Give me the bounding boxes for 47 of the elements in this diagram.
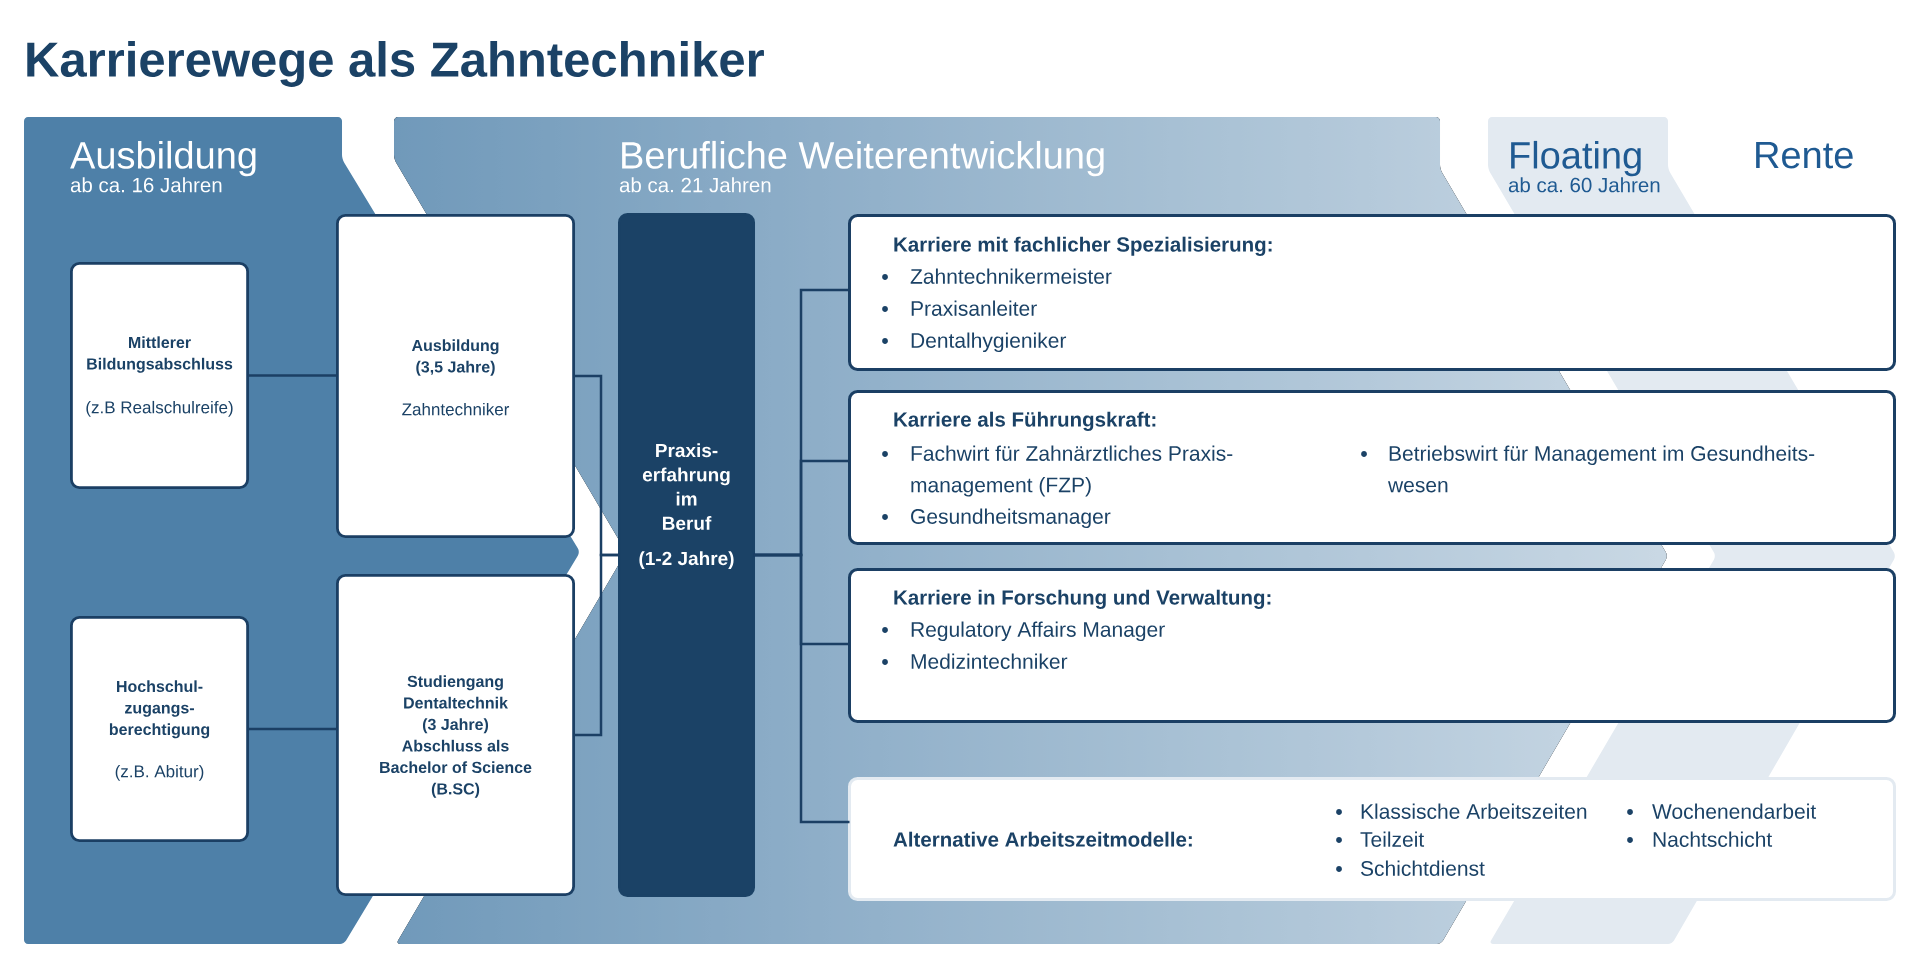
stage-box <box>336 214 575 538</box>
stage-box <box>618 213 755 897</box>
box-text: (1-2 Jahre) <box>639 551 734 569</box>
stage-box <box>70 616 249 842</box>
box-heading: Hochschul- zugangs- berechtigung <box>109 680 210 739</box>
column-heading: Rente <box>1756 141 1853 169</box>
connector-line <box>247 374 338 377</box>
age-label: ab ca. 16 Jahren <box>70 177 222 193</box>
age-label: ab ca. 21 Jahren <box>619 177 771 193</box>
box-heading: Mittlerer Bildungsabschluss <box>87 336 233 373</box>
list-item: Schichtdienst <box>1360 860 1485 876</box>
list-item: Betriebswirt für Management im Gesundheits- wesen <box>1388 445 1815 493</box>
box-text: Zahntechniker <box>402 402 510 416</box>
box-text: (z.B Realschulreife) <box>86 400 233 417</box>
career-box <box>848 390 1896 545</box>
list-item: Fachwirt für Zahnärztliches Praxis- management (FZP) <box>911 445 1233 497</box>
column-heading: Floating <box>1511 140 1641 177</box>
list-item: Nachtschicht <box>1653 831 1773 847</box>
box-heading: Studiengang Dentaltechnik (3 Jahre) Abschluss als Bachelor of Science (B.SC) <box>380 675 532 798</box>
box-heading: Ausbildung (3,5 Jahre) <box>411 339 499 376</box>
list-item: Gesundheitsmanager <box>911 508 1111 529</box>
box-heading: Karriere in Forschung und Verwaltung: <box>894 589 1271 609</box>
column-heading: Berufliche Weiterentwicklung <box>622 140 1104 177</box>
list-item: Teilzeit <box>1360 831 1425 847</box>
box-heading: Karriere mit fachlicher Spezialisierung: <box>894 236 1272 256</box>
box-text: (z.B. Abitur) <box>115 764 204 781</box>
connector-line <box>753 553 850 824</box>
connector-line <box>247 727 338 731</box>
list-item: Wochenendarbeit <box>1652 803 1817 819</box>
career-box <box>848 214 1896 371</box>
stage-box <box>70 262 249 489</box>
box-heading: Alternative Arbeitszeitmodelle: <box>893 831 1192 847</box>
career-box <box>848 568 1896 723</box>
box-heading: Karriere als Führungskraft: <box>894 411 1156 431</box>
list-item: Praxisanleiter <box>911 300 1037 316</box>
box-heading: Praxis- erfahrung im Beruf <box>642 443 730 531</box>
list-item: Klassische Arbeitszeiten <box>1361 803 1587 819</box>
list-item: Medizintechniker <box>911 653 1068 669</box>
connector-line <box>573 553 620 737</box>
stage-box <box>336 574 575 896</box>
title: Karrierewege als Zahntechniker <box>27 41 764 87</box>
list-item: Zahntechnikermeister <box>910 268 1112 284</box>
age-label: ab ca. 60 Jahren <box>1508 177 1660 193</box>
column-heading: Ausbildung <box>70 140 256 177</box>
list-item: Dentalhygieniker <box>911 332 1067 353</box>
list-item: Regulatory Affairs Manager <box>911 621 1165 642</box>
career-box <box>848 777 1896 901</box>
